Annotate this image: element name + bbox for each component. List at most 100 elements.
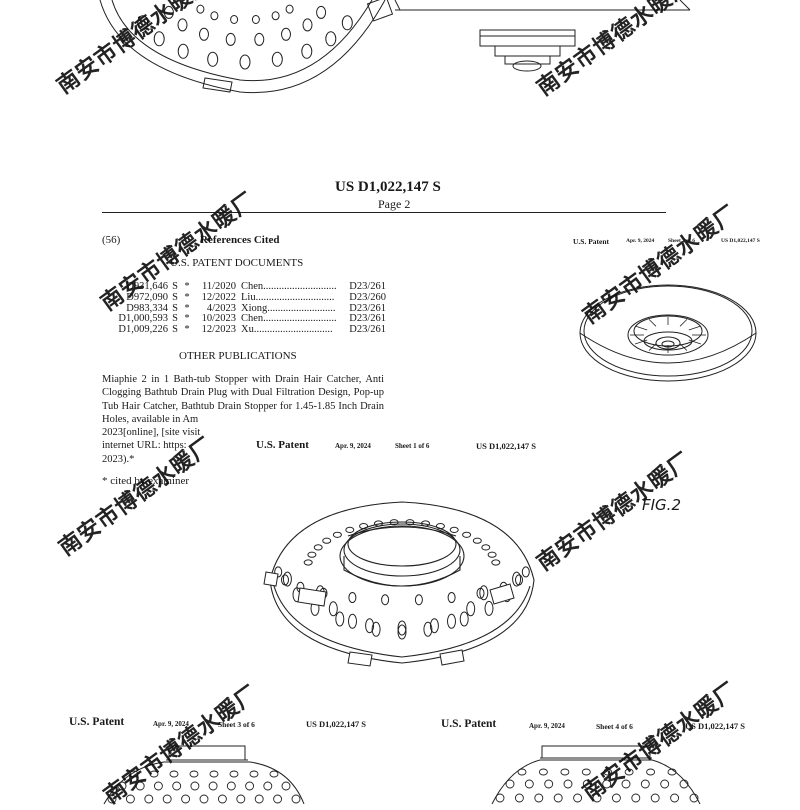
drain-hole [423, 621, 433, 637]
drain-hole [302, 18, 313, 32]
drain-hole [190, 781, 200, 791]
drain-hole [125, 794, 135, 804]
sheet-3-date: Apr. 9, 2024 [153, 720, 189, 728]
sheet-4-patent-label: U.S. Patent [441, 718, 497, 730]
stopper-fin [688, 325, 702, 331]
drain-hole [325, 31, 337, 47]
drain-hole [137, 15, 149, 31]
drain-hole [271, 51, 283, 67]
drain-hole [281, 781, 291, 791]
table-row: D1,009,226 S * 12/2023 Xu ..............… [118, 324, 386, 336]
drain-hole [611, 793, 621, 803]
drain-hole [573, 793, 583, 803]
drain-hole [341, 15, 353, 31]
drain-hole [274, 566, 283, 578]
table-row: D1,000,593 S * 10/2023 Chen ............… [118, 313, 386, 325]
field-code: (56) [102, 234, 121, 246]
drain-hole [249, 770, 259, 778]
sheet-3-number: Sheet 3 of 6 [218, 720, 255, 729]
drain-hole [389, 519, 399, 526]
stopper-fin [648, 319, 657, 327]
sheet-1-patent-number: US D1,022,147 S [476, 441, 536, 451]
drain-hole [517, 768, 527, 776]
us-docs-heading: U.S. PATENT DOCUMENTS [170, 257, 304, 269]
drain-hole [245, 781, 255, 791]
drain-hole [225, 32, 236, 46]
drain-hole [592, 793, 602, 803]
drain-hole [328, 601, 338, 617]
drain-hole [560, 768, 570, 776]
drain-hole [269, 770, 279, 778]
drain-hole [345, 526, 355, 533]
drain-hole [514, 793, 524, 803]
drain-hole [153, 781, 163, 791]
drain-hole [524, 779, 534, 789]
drain-hole [624, 768, 634, 776]
sheet-3-patent-number: US D1,022,147 S [306, 719, 366, 729]
drain-hole [208, 781, 218, 791]
drain-hole [181, 794, 191, 804]
sheet-4-patent-number: US D1,022,147 S [685, 721, 745, 731]
drain-hole [199, 794, 209, 804]
drain-hole [316, 5, 327, 19]
drain-hole [479, 585, 489, 601]
drain-hole [414, 594, 423, 606]
drain-hole [449, 526, 459, 533]
drain-hole [282, 571, 292, 587]
drain-hole [263, 781, 273, 791]
drain-hole [162, 794, 172, 804]
drain-hole [313, 544, 323, 551]
drain-hole [602, 779, 612, 789]
drain-hole [447, 592, 456, 603]
drain-hole [397, 624, 407, 640]
drain-hole [210, 11, 219, 21]
sheet-3-patent-label: U.S. Patent [69, 716, 125, 728]
drain-hole [348, 592, 357, 603]
drain-hole [163, 5, 174, 19]
drain-hole [487, 551, 497, 558]
sheet-1-number: Sheet 1 of 6 [395, 442, 430, 450]
drain-hole [251, 15, 260, 24]
drain-hole [207, 51, 219, 67]
drain-hole [447, 613, 456, 629]
drain-hole [689, 793, 699, 803]
drain-hole [107, 794, 117, 804]
drain-hole [281, 574, 289, 586]
drain-hole [271, 11, 280, 21]
drain-hole [466, 601, 476, 617]
drain-hole [129, 770, 139, 778]
drain-hole [472, 537, 482, 544]
drain-hole [670, 793, 680, 803]
drain-hole [322, 537, 332, 544]
drain-hole [199, 27, 209, 41]
drain-hole [512, 571, 522, 587]
stopper-fin [688, 339, 702, 345]
drain-hole [495, 793, 505, 803]
drain-hole [177, 43, 189, 59]
us-patent-docs-table: D931,646 S * 11/2020 Chen ..............… [104, 281, 386, 336]
drain-hole [650, 793, 660, 803]
drain-hole [196, 4, 205, 14]
drain-hole [153, 31, 165, 47]
top-strainer-drawing [99, 0, 691, 94]
other-publications-heading: OTHER PUBLICATIONS [179, 350, 297, 362]
drain-hole [307, 551, 317, 558]
stopper-fin [648, 343, 657, 351]
drain-hole [135, 781, 145, 791]
drain-hole [621, 779, 631, 789]
drain-hole [217, 794, 227, 804]
drain-hole [544, 779, 554, 789]
drain-hole [631, 793, 641, 803]
drain-hole [381, 594, 390, 606]
drain-hole [429, 618, 439, 634]
drain-hole [335, 611, 345, 627]
stopper-fin [634, 339, 648, 345]
drain-hole [365, 618, 375, 634]
table-row: D983,334 S * 4/2023 Xiong ..............… [126, 302, 386, 314]
drain-hole [359, 523, 369, 530]
drain-hole [582, 779, 592, 789]
drain-hole [581, 768, 591, 776]
header-rule [102, 212, 666, 213]
drain-hole [374, 520, 383, 527]
drain-hole [254, 794, 264, 804]
